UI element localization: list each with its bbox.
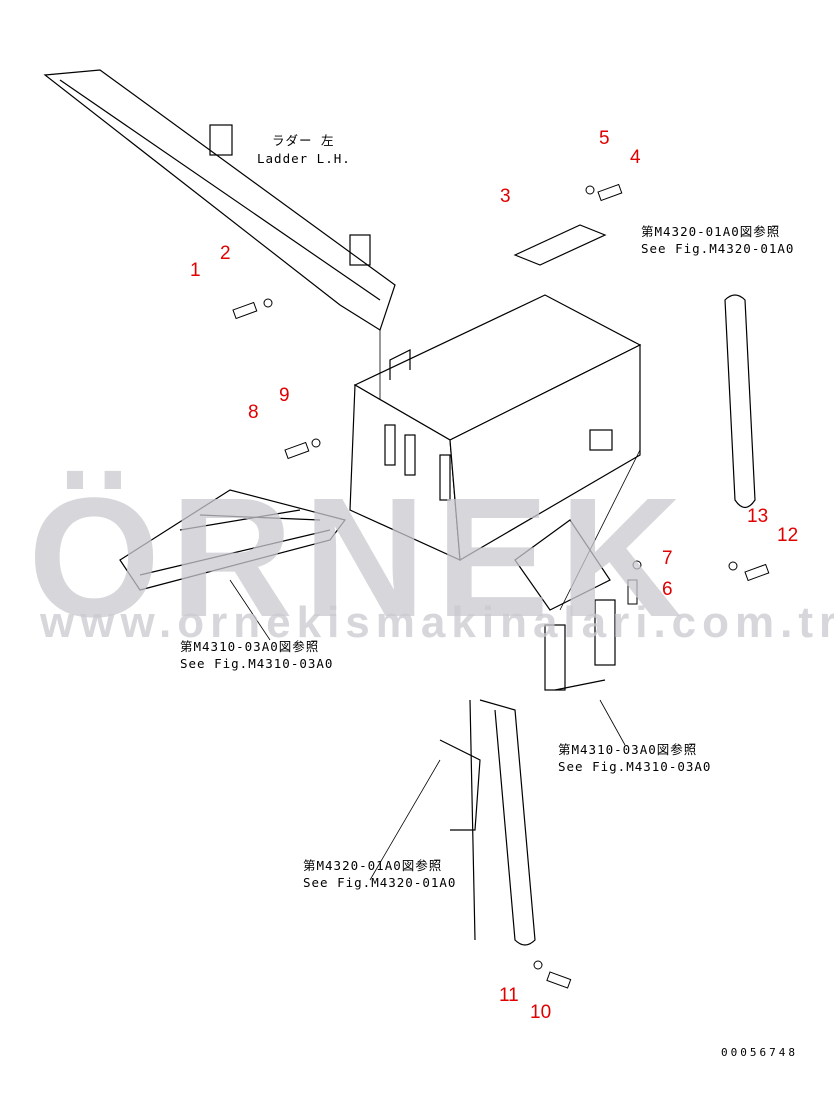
ref-top-right-jp: 第M4320-01A0図参照 xyxy=(641,224,781,239)
ladder-lh xyxy=(43,69,396,331)
handrail-bottom xyxy=(469,699,536,946)
step-left xyxy=(119,489,347,591)
ref-mid-en: See Fig.M4310-03A0 xyxy=(558,759,712,774)
ladder-label-jp: ラダー 左 xyxy=(272,133,335,148)
ref-top-right-en: See Fig.M4320-01A0 xyxy=(641,241,795,256)
ref-bottom-en: See Fig.M4320-01A0 xyxy=(303,875,457,890)
part-number-2: 2 xyxy=(220,243,231,264)
box xyxy=(349,294,642,561)
ref-left-en: See Fig.M4310-03A0 xyxy=(180,656,334,671)
part-number-11: 11 xyxy=(499,985,519,1006)
part-number-4: 4 xyxy=(630,147,641,168)
part-number-9: 9 xyxy=(279,385,290,406)
part-number-13: 13 xyxy=(747,506,769,527)
part-number-10: 10 xyxy=(530,1002,552,1023)
watermark-logo: ÖRNEK xyxy=(28,463,692,653)
part-number-1: 1 xyxy=(190,260,201,281)
part-number-12: 12 xyxy=(777,525,799,546)
drawing-code: 00056748 xyxy=(721,1046,798,1059)
part-number-5: 5 xyxy=(599,128,610,149)
ladder-label-en: Ladder L.H. xyxy=(257,151,351,166)
watermark-url: www.ornekismakinalari.com.tr xyxy=(40,598,834,647)
ref-left-jp: 第M4310-03A0図参照 xyxy=(180,639,320,654)
part-number-8: 8 xyxy=(248,402,259,423)
part-number-3: 3 xyxy=(500,186,511,207)
step-right xyxy=(514,519,616,691)
part-number-7: 7 xyxy=(662,548,673,569)
ref-bottom-jp: 第M4320-01A0図参照 xyxy=(303,858,443,873)
part-number-6: 6 xyxy=(662,579,673,600)
ref-mid-jp: 第M4310-03A0図参照 xyxy=(558,742,698,757)
bolts xyxy=(232,183,770,989)
handrail-right xyxy=(724,294,756,509)
